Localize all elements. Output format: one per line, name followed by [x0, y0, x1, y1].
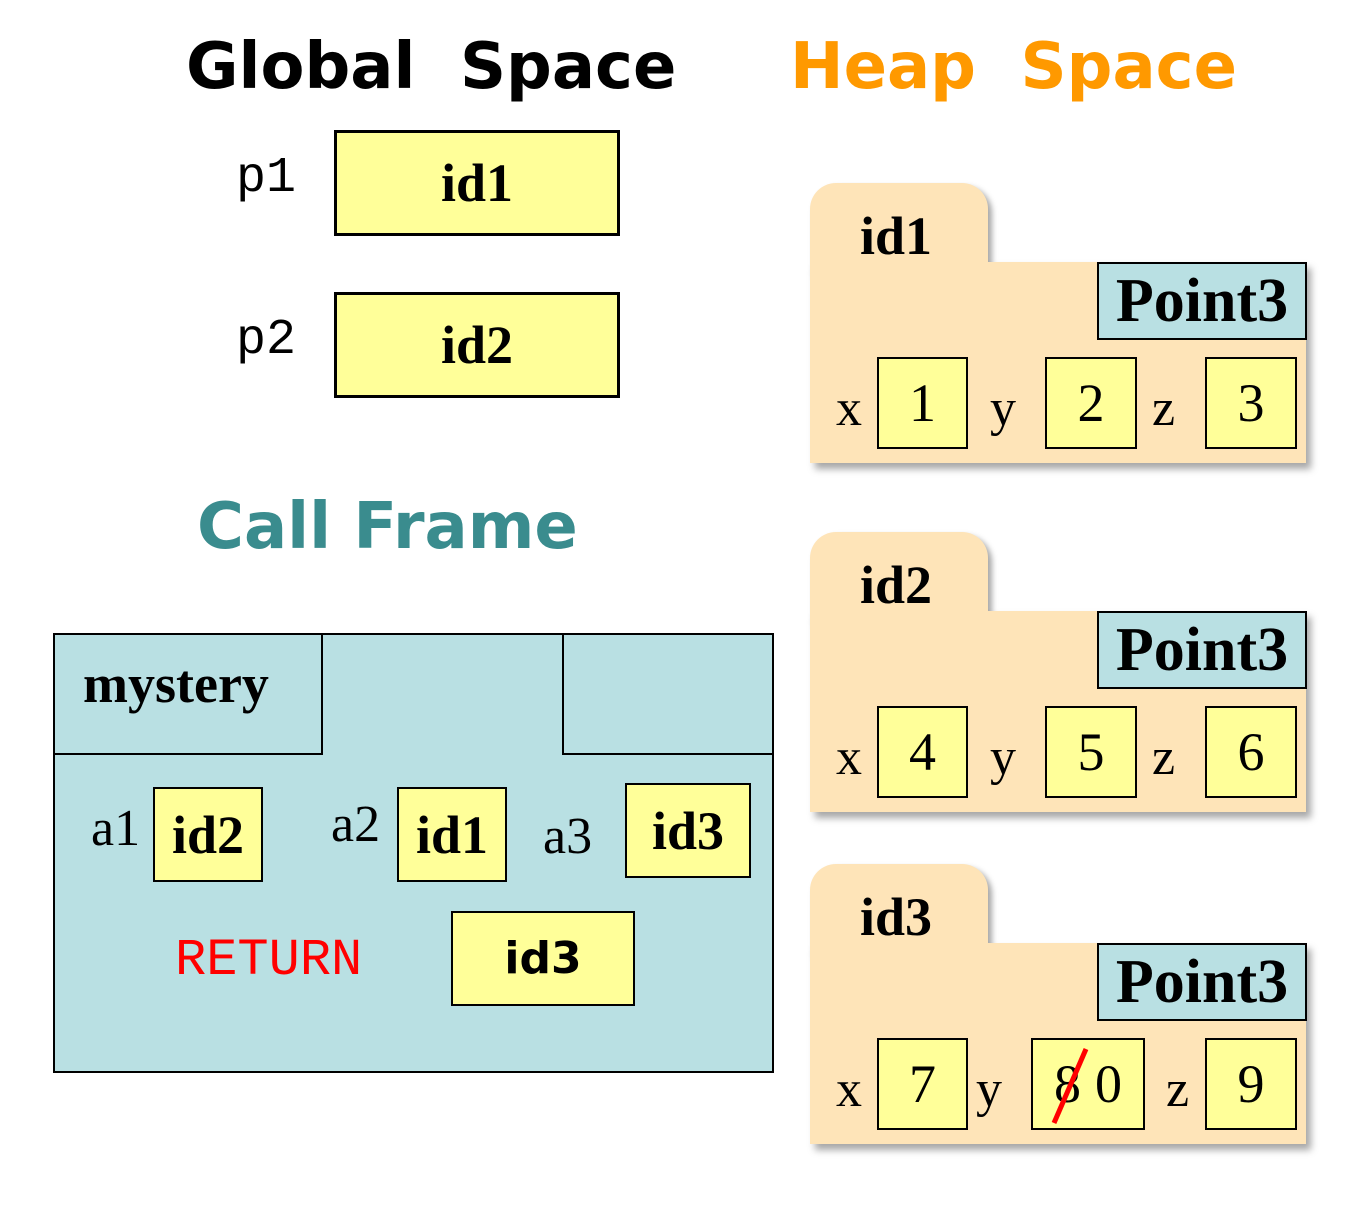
field-y-value: 0 — [1095, 1054, 1122, 1114]
field-x-box: 4 — [877, 706, 968, 798]
field-z-box: 9 — [1205, 1038, 1297, 1130]
global-var-p1-value: id1 — [440, 153, 514, 213]
param-a3-label: a3 — [543, 808, 593, 865]
function-name-box: mystery — [55, 635, 323, 755]
field-y-label: y — [976, 1061, 1002, 1118]
class-name: Point3 — [1097, 943, 1307, 1021]
field-x-value: 1 — [909, 373, 936, 433]
program-counter-box — [562, 635, 774, 755]
return-label: RETURN — [175, 931, 363, 990]
field-x-label: x — [836, 729, 862, 786]
param-a2-value: id1 — [415, 804, 489, 865]
field-y-label: y — [990, 729, 1016, 786]
field-y-old-value: 8 — [1051, 1048, 1089, 1124]
param-a3-box: id3 — [625, 783, 751, 878]
global-var-p1-box: id1 — [334, 130, 620, 236]
class-name: Point3 — [1097, 262, 1307, 340]
object-id: id1 — [860, 206, 933, 266]
param-a1-box: id2 — [153, 787, 263, 882]
object-id: id2 — [860, 555, 933, 615]
field-z-value: 6 — [1237, 722, 1265, 782]
global-var-p2-label: p2 — [236, 312, 297, 369]
field-z-value: 9 — [1237, 1054, 1265, 1114]
global-var-p2-value: id2 — [440, 315, 514, 375]
class-name: Point3 — [1097, 611, 1307, 689]
return-value: id3 — [504, 933, 582, 984]
global-space-title: Global Space — [186, 30, 677, 104]
return-value-box: id3 — [451, 911, 635, 1006]
strikethrough-mark — [1051, 1048, 1089, 1124]
field-x-label: x — [836, 1061, 862, 1118]
global-var-p2-box: id2 — [334, 292, 620, 398]
param-a2-label: a2 — [331, 796, 381, 853]
heap-object-id2: id2 Point3 x 4 y 5 z 6 — [810, 532, 1307, 812]
field-z-label: z — [1166, 1061, 1190, 1118]
field-y-box: 8 0 — [1031, 1038, 1145, 1130]
field-y-label: y — [990, 380, 1016, 437]
field-z-box: 3 — [1205, 357, 1297, 449]
function-name: mystery — [83, 654, 269, 714]
field-y-box: 2 — [1045, 357, 1137, 449]
call-frame-mystery: mystery a1 id2 a2 id1 a3 id3 RETURN id3 — [53, 633, 774, 1073]
field-z-label: z — [1152, 729, 1176, 786]
field-y-value: 5 — [1077, 722, 1105, 782]
field-x-box: 7 — [877, 1038, 968, 1130]
field-x-box: 1 — [877, 357, 968, 449]
field-z-box: 6 — [1205, 706, 1297, 798]
global-var-p1-label: p1 — [236, 150, 297, 207]
heap-object-id3: id3 Point3 x 7 y 8 0 z 9 — [810, 864, 1307, 1144]
object-id: id3 — [860, 887, 933, 947]
field-x-label: x — [836, 380, 862, 437]
param-a1-label: a1 — [91, 800, 141, 857]
heap-space-title: Heap Space — [790, 30, 1237, 104]
param-a2-box: id1 — [397, 787, 507, 882]
field-z-label: z — [1152, 380, 1176, 437]
field-x-value: 7 — [909, 1054, 936, 1114]
field-x-value: 4 — [909, 722, 936, 782]
heap-object-id1: id1 Point3 x 1 y 2 z 3 — [810, 183, 1307, 463]
param-a1-value: id2 — [171, 804, 245, 865]
field-y-value: 2 — [1077, 373, 1105, 433]
call-frame-title: Call Frame — [197, 490, 578, 564]
param-a3-value: id3 — [651, 800, 725, 861]
field-y-box: 5 — [1045, 706, 1137, 798]
field-z-value: 3 — [1237, 373, 1265, 433]
